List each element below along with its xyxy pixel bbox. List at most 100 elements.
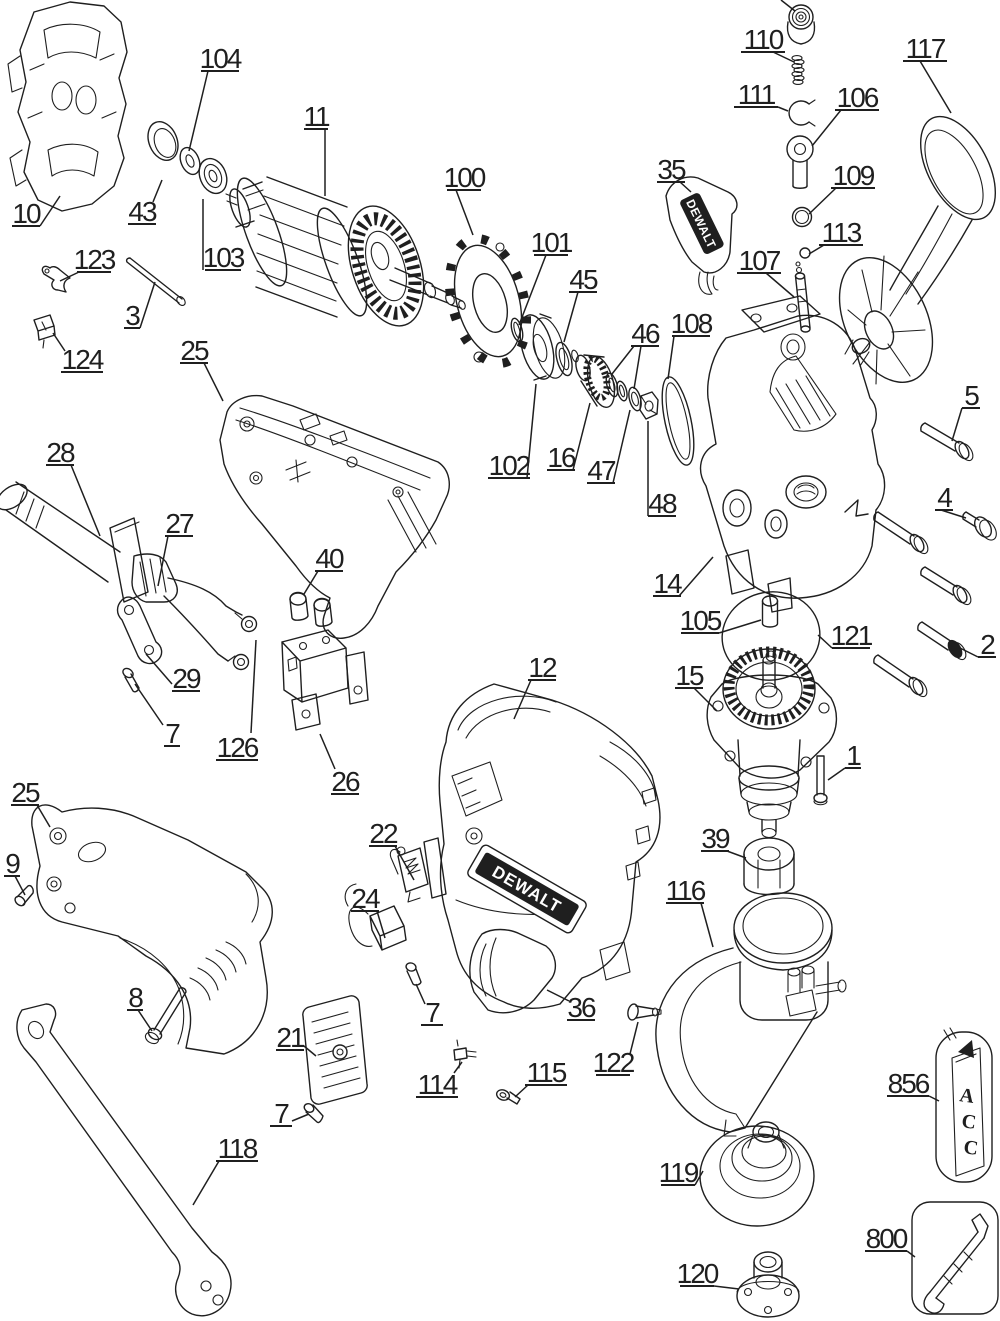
part-number: 119 <box>659 1157 699 1188</box>
part-number: 122 <box>593 1047 635 1078</box>
part-screw-115 <box>495 1089 521 1105</box>
part-screw-plain-b <box>920 566 972 606</box>
part-screw-1 <box>813 755 828 806</box>
part-acc-tag-856: ACC <box>935 1027 993 1183</box>
part-housing-12: DEWALT <box>438 683 661 1009</box>
part-gear-assy-15 <box>706 646 838 839</box>
part-nut-48 <box>639 391 659 420</box>
callout-46: 46 <box>611 318 662 390</box>
part-terminal-124 <box>33 314 56 349</box>
part-number: 116 <box>666 875 706 906</box>
callout-100: 100 <box>444 162 488 236</box>
part-number: 2 <box>980 629 995 660</box>
part-number: 27 <box>165 508 194 539</box>
part-clamshell-25-top <box>219 394 450 639</box>
callout-5: 5 <box>951 380 981 442</box>
part-spring-110 <box>791 55 805 85</box>
part-clip-123 <box>41 265 71 293</box>
part-number: 114 <box>418 1069 458 1100</box>
part-number: 111 <box>738 79 776 110</box>
part-number: 7 <box>165 718 180 749</box>
callout-119: 119 <box>659 1157 704 1188</box>
callout-43: 43 <box>128 179 163 227</box>
callout-11: 11 <box>303 101 332 196</box>
part-number: 36 <box>567 992 596 1023</box>
callout-36: 36 <box>546 989 598 1023</box>
callout-106: 106 <box>811 82 881 147</box>
callout-118: 118 <box>192 1133 260 1206</box>
callout-24: 24 <box>351 883 386 939</box>
part-clip-111 <box>788 99 816 127</box>
callout-113: 113 <box>808 217 864 255</box>
part-ring-43 <box>147 121 179 161</box>
callout-22: 22 <box>369 818 415 881</box>
part-spacer-39 <box>743 837 795 896</box>
part-armature <box>225 176 466 327</box>
part-screw-plain-c <box>873 654 928 698</box>
part-number: 48 <box>648 488 677 519</box>
callout-103: 103 <box>202 199 247 273</box>
part-screw-plain-a <box>873 511 929 555</box>
callout-25: 25 <box>180 335 224 402</box>
callout-105: 105 <box>680 605 762 636</box>
part-clamshell-25-bottom <box>31 804 273 1055</box>
callout-126: 126 <box>216 639 261 763</box>
part-screw-7a <box>122 667 140 693</box>
callout-800: 800 <box>865 1223 916 1258</box>
callout-12: 12 <box>513 652 559 720</box>
part-screw-7c <box>405 962 422 986</box>
part-number: 103 <box>203 242 245 273</box>
part-number: 22 <box>369 818 398 849</box>
part-brush-caps-40 <box>289 591 333 627</box>
part-screw-122 <box>627 1003 662 1021</box>
part-ring-terminals-126 <box>227 612 258 671</box>
part-bearing-103 <box>198 157 228 195</box>
part-number: 43 <box>128 196 157 227</box>
part-brush-cover-35: DEWALT <box>665 176 738 295</box>
callout-7: 7 <box>134 683 182 749</box>
part-number: 800 <box>866 1223 908 1254</box>
part-deflector-36 <box>469 928 557 1014</box>
part-number: 16 <box>547 442 576 473</box>
callout-104: 104 <box>188 43 244 152</box>
part-number: 8 <box>128 982 143 1013</box>
part-screw-2 <box>917 621 967 661</box>
callout-122: 122 <box>593 1021 639 1078</box>
part-pin-105 <box>761 595 779 628</box>
part-button-106 <box>786 135 814 189</box>
callout-114: 114 <box>416 1061 463 1100</box>
callout-15: 15 <box>675 660 718 712</box>
part-baffle-100 <box>444 233 532 369</box>
callout-9: 9 <box>4 848 26 896</box>
part-oring-109 <box>791 206 813 228</box>
callout-856: 856 <box>887 1068 940 1102</box>
callout-124: 124 <box>52 332 106 375</box>
svg-text:C: C <box>962 1136 979 1160</box>
callout-25: 25 <box>11 777 51 828</box>
part-number: 856 <box>888 1068 930 1099</box>
svg-text:A: A <box>958 1084 976 1108</box>
part-number: 9 <box>5 848 20 879</box>
part-number: 14 <box>653 568 682 599</box>
callout-45: 45 <box>563 264 600 343</box>
callout-3: 3 <box>124 281 156 331</box>
part-lock-knob <box>786 4 816 45</box>
part-number: 12 <box>528 652 557 683</box>
callout-35: 35 <box>657 154 692 193</box>
part-number: 120 <box>677 1258 719 1289</box>
acc-tag-letters: ACC <box>958 1084 979 1160</box>
callout-47: 47 <box>587 409 631 486</box>
part-number: 124 <box>62 344 104 375</box>
part-ball-113 <box>799 247 811 259</box>
part-washer-45 <box>555 341 573 377</box>
part-number: 29 <box>172 663 201 694</box>
callout-29: 29 <box>145 653 203 694</box>
part-wrench-kit-800 <box>911 1201 999 1315</box>
part-number: 121 <box>831 620 873 651</box>
part-number: 3 <box>125 300 140 331</box>
part-number: 47 <box>587 455 616 486</box>
part-number: 25 <box>11 777 40 808</box>
part-number: 46 <box>631 318 660 349</box>
